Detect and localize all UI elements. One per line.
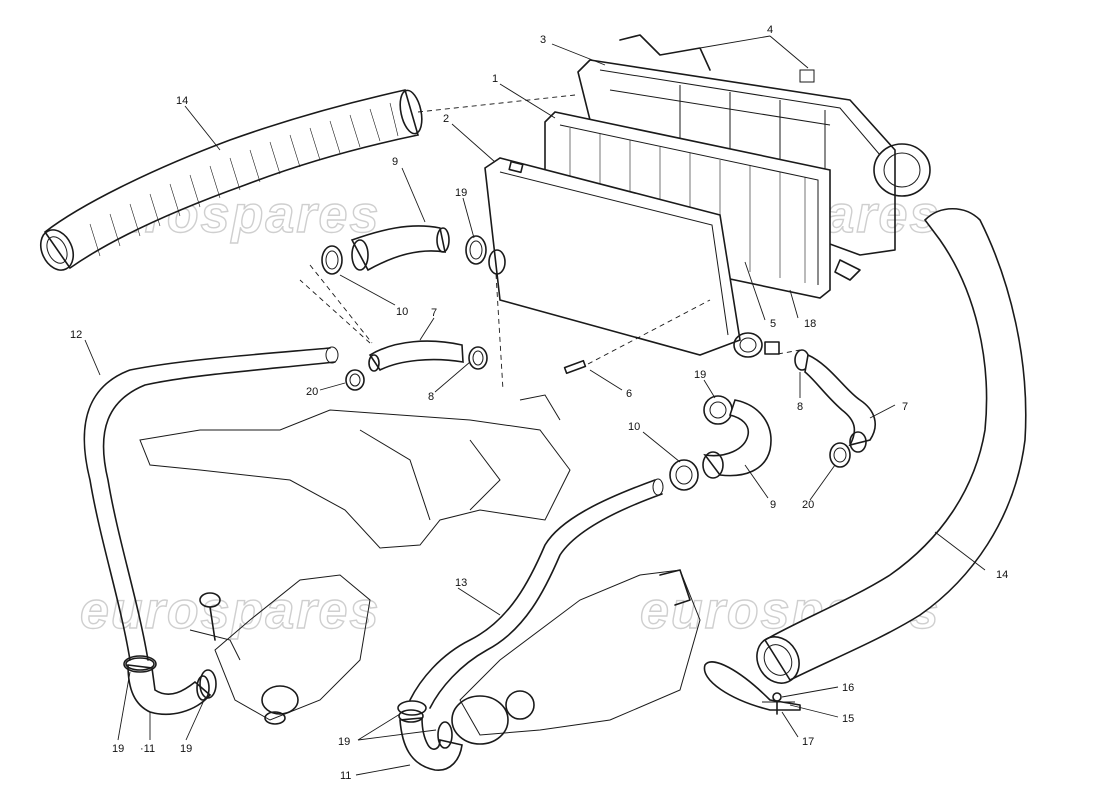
hose-13	[409, 478, 664, 709]
pump-assembly-center	[451, 569, 701, 745]
clamp-19-bottom-left-a	[123, 655, 157, 673]
label-6: 6	[626, 388, 632, 400]
air-box-cover	[484, 157, 780, 358]
clamp-10-right	[669, 459, 699, 491]
label-7-right: 7	[902, 401, 908, 413]
label-19-bottom-b: 19	[180, 743, 192, 755]
label-10-upper: 10	[396, 306, 408, 318]
hose-7-upper	[368, 340, 464, 372]
clamp-20-right	[829, 442, 851, 468]
label-4: 4	[767, 24, 773, 36]
label-19-right: 19	[694, 369, 706, 381]
hose-bracket	[703, 661, 801, 715]
label-20-upper: 20	[306, 386, 318, 398]
clamp-19-upper	[465, 235, 506, 275]
label-8-right: 8	[797, 401, 803, 413]
hose-ribs-left	[89, 102, 399, 257]
elbow-11-left	[125, 657, 212, 716]
label-18: 18	[804, 318, 816, 330]
clamp-19-bottom-left-b	[199, 669, 217, 699]
label-13: 13	[455, 577, 467, 589]
label-1: 1	[492, 73, 498, 85]
label-20-right: 20	[802, 499, 814, 511]
label-10-right: 10	[628, 421, 640, 433]
intake-hose-right	[756, 208, 1027, 684]
label-16: 16	[842, 682, 854, 694]
label-9-right: 9	[770, 499, 776, 511]
label-14-right: 14	[996, 569, 1008, 581]
hose-9-upper	[350, 225, 450, 272]
label-7-upper: 7	[431, 307, 437, 319]
label-11-center: 11	[340, 770, 351, 782]
clamp-20-upper	[345, 369, 365, 391]
leader-lines	[84, 35, 986, 776]
label-8-upper: 8	[428, 391, 434, 403]
label-15: 15	[842, 713, 854, 725]
part-labels: 14 3 4 1 2 9 19 10 7 12 20 8 5 18 6 19 8…	[70, 24, 1008, 782]
alignment-lines	[299, 94, 801, 391]
label-19-bottom-c: 19	[338, 736, 350, 748]
clamp-8-upper	[468, 346, 488, 370]
clamp-10-upper	[321, 245, 343, 275]
clamp-19-right	[703, 395, 733, 425]
hose-7-right	[804, 353, 876, 453]
label-14-left: 14	[176, 95, 188, 107]
pin-6	[563, 359, 587, 375]
label-2: 2	[443, 113, 449, 125]
label-17: 17	[802, 736, 814, 748]
hose-12	[83, 346, 339, 661]
label-3: 3	[540, 34, 546, 46]
label-19-upper: 19	[455, 187, 467, 199]
label-9-upper: 9	[392, 156, 398, 168]
intake-hose-left	[39, 89, 423, 271]
label-19-bottom-a: 19	[112, 743, 124, 755]
label-12: 12	[70, 329, 82, 341]
engine-manifold-outline	[139, 394, 571, 549]
pump-assembly-left	[189, 574, 371, 725]
clamp-19-bottom-center	[397, 700, 453, 749]
label-11-left: ·11	[140, 743, 155, 755]
hose-9-right	[702, 399, 772, 479]
label-5: 5	[770, 318, 776, 330]
watermark-bottom-left: eurospares	[80, 582, 380, 640]
